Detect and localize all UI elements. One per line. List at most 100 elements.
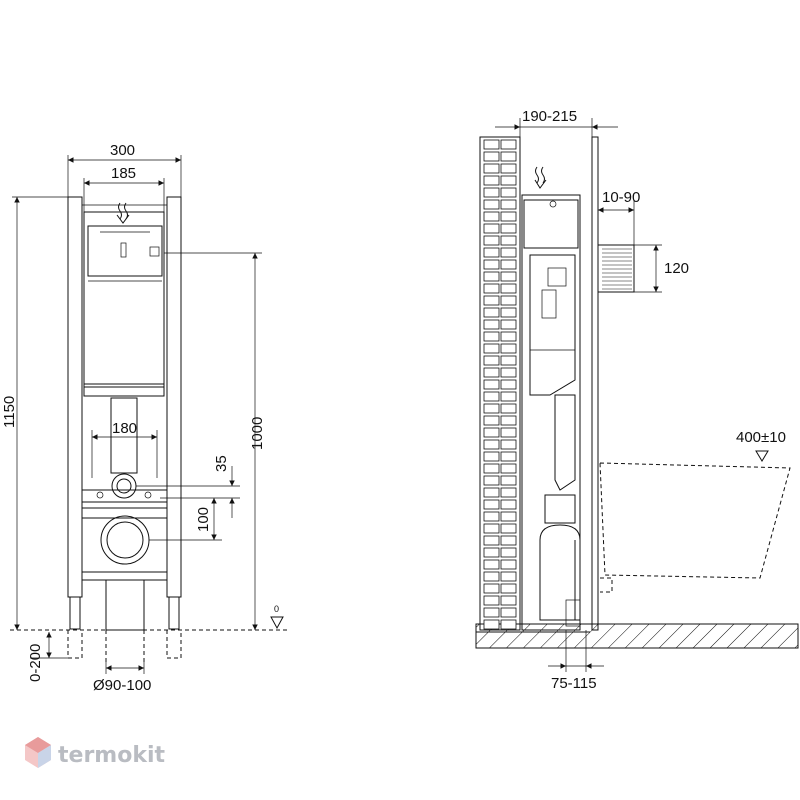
brick (483, 607, 500, 618)
brick (483, 355, 500, 366)
brick (500, 403, 517, 414)
brick (483, 451, 500, 462)
brick (500, 367, 517, 378)
brick (500, 379, 517, 390)
brick (483, 259, 500, 270)
brick (500, 583, 517, 594)
brick (483, 463, 500, 474)
brick (500, 331, 517, 342)
brick (483, 151, 500, 162)
brand-watermark: termokit (25, 737, 165, 768)
brick (500, 475, 517, 486)
brick (483, 139, 500, 150)
brick (500, 439, 517, 450)
flush-plate (87, 225, 163, 277)
brick (500, 163, 517, 174)
dim-inlet-offset: 10-90 (602, 189, 640, 206)
brick (500, 511, 517, 522)
dim-outlet-offset: 100 (195, 507, 212, 532)
side-view: 190-215 10-90 120 400±10 75-115 (475, 108, 799, 692)
side-frame (521, 194, 581, 631)
mounting-bar (81, 489, 168, 503)
brick (500, 571, 517, 582)
dim-bowl-height: 400±10 (736, 429, 786, 446)
brick (483, 307, 500, 318)
brick (483, 619, 500, 630)
dim-leg-adjust: 0-200 (27, 644, 44, 682)
brick (483, 343, 500, 354)
brick (483, 283, 500, 294)
brick (500, 307, 517, 318)
brick (500, 487, 517, 498)
brick (483, 487, 500, 498)
dim-width-frame: 185 (111, 165, 136, 182)
brick (483, 271, 500, 282)
dim-drain-spacing: 180 (112, 420, 137, 437)
inlet-flange-ribs (602, 248, 632, 290)
drain-pipe (105, 579, 145, 631)
brick (483, 319, 500, 330)
floor-slab (476, 624, 798, 648)
brick (483, 559, 500, 570)
brick (483, 535, 500, 546)
front-panel (591, 136, 599, 631)
brick (500, 283, 517, 294)
brick (500, 319, 517, 330)
brick (483, 523, 500, 534)
side-cistern (523, 199, 579, 249)
dim-inlet-height: 120 (664, 260, 689, 277)
brand-logo-icon (25, 737, 51, 768)
brick (500, 535, 517, 546)
outlet-connector (100, 515, 150, 565)
right-leg (168, 596, 180, 630)
brick (500, 187, 517, 198)
left-leg (69, 596, 81, 630)
brick (483, 235, 500, 246)
brick (483, 439, 500, 450)
brick (483, 547, 500, 558)
floor-level-mark (270, 616, 284, 630)
brick (483, 175, 500, 186)
dim-pipe-diameter: Ø90-100 (93, 677, 151, 694)
brick (483, 211, 500, 222)
brick (483, 475, 500, 486)
brick (483, 187, 500, 198)
side-water-inlet-icon (535, 166, 545, 184)
dim-width-total: 300 (110, 142, 135, 159)
dim-height-flush: 1000 (249, 417, 266, 450)
brick (483, 199, 500, 210)
brick (483, 379, 500, 390)
brick (483, 595, 500, 606)
brick (483, 247, 500, 258)
toilet-bowl-outline (599, 462, 791, 579)
brick (483, 583, 500, 594)
dim-wall-depth: 190-215 (522, 108, 577, 125)
water-inlet-icon (118, 202, 128, 220)
brick (483, 223, 500, 234)
brick (483, 163, 500, 174)
brick (500, 199, 517, 210)
brick (500, 175, 517, 186)
brick (483, 295, 500, 306)
brick (500, 355, 517, 366)
brick (483, 367, 500, 378)
brick (500, 391, 517, 402)
brick (500, 427, 517, 438)
brick (483, 571, 500, 582)
brick (483, 331, 500, 342)
brick (500, 271, 517, 282)
brick (500, 247, 517, 258)
brand-name: termokit (58, 743, 165, 768)
front-view: 300 185 1150 1000 180 35 100 0 (1, 142, 290, 694)
brick (483, 511, 500, 522)
brick (500, 151, 517, 162)
brick (500, 415, 517, 426)
brick (500, 451, 517, 462)
left-post (67, 196, 83, 598)
brick (483, 391, 500, 402)
brick (500, 547, 517, 558)
brick-wall (479, 136, 521, 631)
brick (500, 223, 517, 234)
brick (483, 499, 500, 510)
